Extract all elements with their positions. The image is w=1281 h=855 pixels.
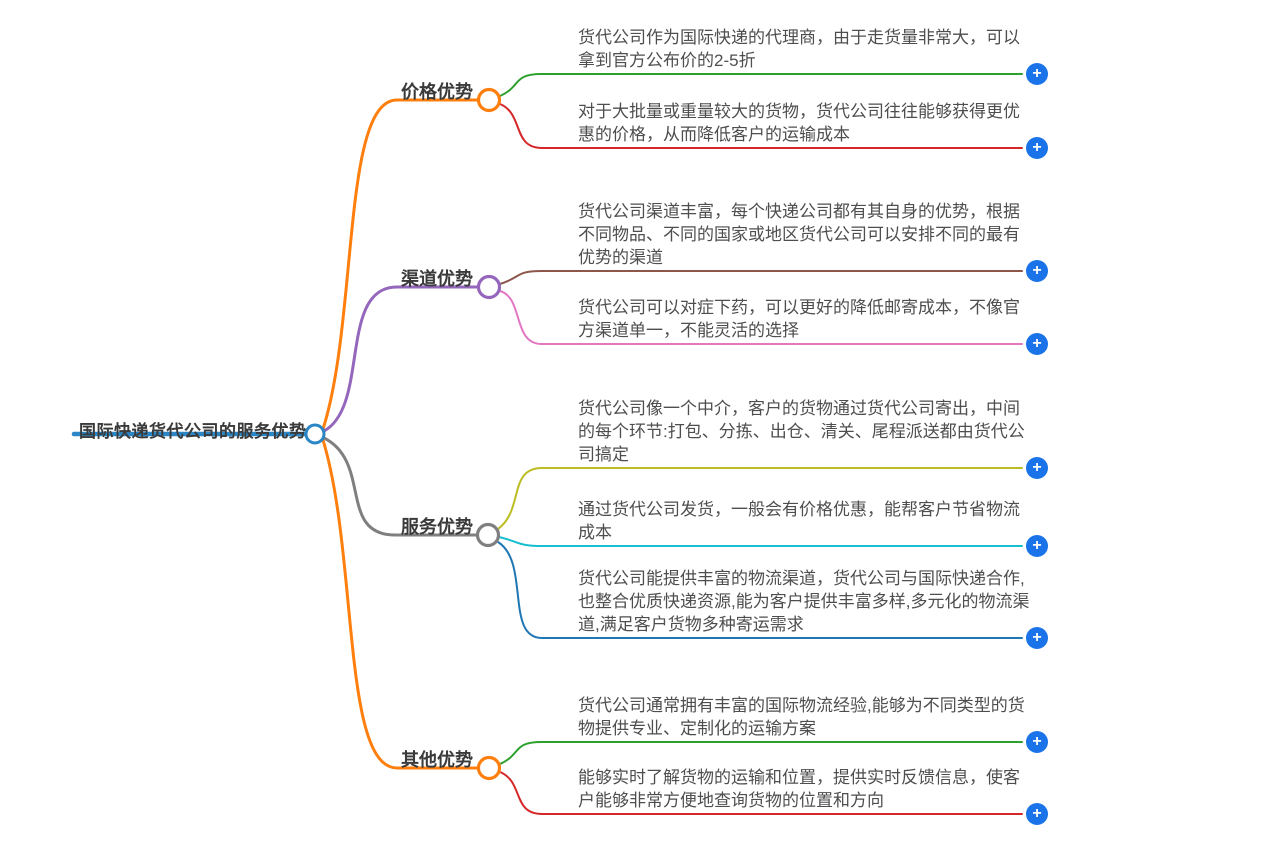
expand-button-other-1[interactable]: + [1026,731,1048,753]
link-service-leaf2 [498,536,1023,547]
expand-button-service-3[interactable]: + [1026,627,1048,649]
link-price-leaf1 [499,73,1023,97]
branch-label-other[interactable]: 其他优势 [401,750,473,770]
branch-label-service[interactable]: 服务优势 [401,517,473,537]
branch-label-channel[interactable]: 渠道优势 [401,269,473,289]
root-collapse-handle[interactable] [304,423,326,445]
leaf-text-channel-1[interactable]: 货代公司渠道丰富，每个快递公司都有其自身的优势，根据不同物品、不同的国家或地区货… [578,202,1020,267]
leaf-text-price-2[interactable]: 对于大批量或重量较大的货物，货代公司往往能够获得更优惠的价格，从而降低客户的运输… [578,102,1020,144]
expand-button-channel-2[interactable]: + [1026,333,1048,355]
link-root-service [322,436,480,537]
expand-button-price-1[interactable]: + [1026,63,1048,85]
expand-button-other-2[interactable]: + [1026,803,1048,825]
link-other-leaf2 [499,771,1023,815]
leaf-text-service-1[interactable]: 货代公司像一个中介，客户的货物通过货代公司寄出，中间的每个环节:打包、分拣、出仓… [578,399,1025,464]
link-service-leaf1 [497,467,1023,530]
leaf-text-channel-2[interactable]: 货代公司可以对症下药，可以更好的降低邮寄成本，不像官方渠道单一，不能灵活的选择 [578,298,1020,340]
leaf-text-price-1[interactable]: 货代公司作为国际快递的代理商，由于走货量非常大，可以拿到官方公布价的2-5折 [578,28,1020,70]
leaf-text-other-2[interactable]: 能够实时了解货物的运输和位置，提供实时反馈信息，使客户能够非常方便地查询货物的位… [578,768,1020,810]
expand-button-service-2[interactable]: + [1026,535,1048,557]
link-root-price [321,98,482,431]
link-price-leaf2 [499,103,1023,149]
branch-label-price[interactable]: 价格优势 [401,82,473,102]
expand-button-price-2[interactable]: + [1026,137,1048,159]
link-root-other [321,438,482,770]
expand-button-channel-1[interactable]: + [1026,260,1048,282]
link-root-channel [322,285,482,433]
channel-collapse-handle[interactable] [476,274,502,300]
expand-button-service-1[interactable]: + [1026,457,1048,479]
link-channel-leaf2 [499,290,1023,345]
service-collapse-handle[interactable] [475,522,501,548]
link-service-leaf3 [497,541,1023,639]
other-collapse-handle[interactable] [476,755,502,781]
root-node-label[interactable]: 国际快递货代公司的服务优势 [79,422,307,441]
link-channel-leaf1 [499,270,1023,285]
link-other-leaf1 [499,741,1023,765]
leaf-text-other-1[interactable]: 货代公司通常拥有丰富的国际物流经验,能够为不同类型的货物提供专业、定制化的运输方… [578,696,1025,738]
leaf-text-service-3[interactable]: 货代公司能提供丰富的物流渠道，货代公司与国际快递合作,也整合优质快递资源,能为客… [578,569,1030,634]
leaf-text-service-2[interactable]: 通过货代公司发货，一般会有价格优惠，能帮客户节省物流成本 [578,500,1020,542]
price-collapse-handle[interactable] [476,87,502,113]
